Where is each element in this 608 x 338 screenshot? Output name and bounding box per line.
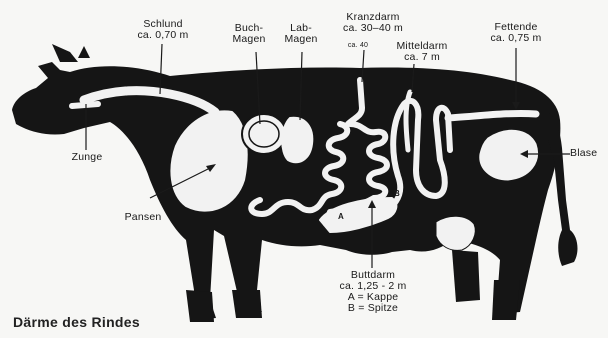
label-buttdarm: Buttdarm ca. 1,25 - 2 m A = Kappe B = Sp… (330, 270, 416, 314)
label-fettende: Fettende ca. 0,75 m (476, 22, 556, 44)
cow-silhouette (12, 44, 577, 322)
label-zunge: Zunge (62, 152, 112, 163)
schlund-length: ca. 0,70 m (126, 30, 200, 41)
label-schlund: Schlund ca. 0,70 m (126, 19, 200, 41)
label-kranzdarm: Kranzdarm ca. 30–40 m (326, 12, 420, 34)
label-labmagen: Lab- Magen (276, 23, 326, 45)
label-blase: Blase (570, 148, 606, 159)
buch-line2: Magen (222, 34, 276, 45)
label-buchmagen: Buch- Magen (222, 23, 276, 45)
tongue (72, 104, 98, 106)
label-pansen: Pansen (118, 212, 168, 223)
fett-length: ca. 0,75 m (476, 33, 556, 44)
label-kranz-small: ca. 40 (338, 40, 378, 51)
bladder (480, 130, 538, 180)
abomasum (282, 118, 312, 163)
label-mitteldarm: Mitteldarm ca. 7 m (382, 41, 462, 63)
kranz-length: ca. 30–40 m (326, 23, 420, 34)
marker-b: B (392, 188, 402, 199)
butt-b: B = Spitze (330, 303, 416, 314)
marker-a: A (336, 211, 346, 222)
mittel-length: ca. 7 m (382, 52, 462, 63)
diagram-title: Därme des Rindes (13, 314, 140, 330)
lab-line2: Magen (276, 34, 326, 45)
